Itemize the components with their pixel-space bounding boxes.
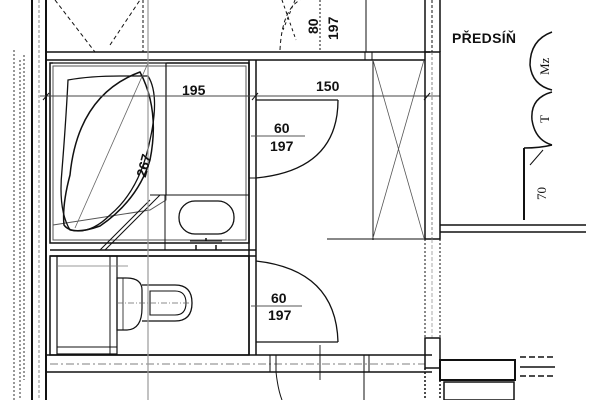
left-wall-hatching [13, 50, 25, 400]
top-door-height-label: 197 [325, 16, 341, 40]
wc-door-height: 197 [268, 307, 292, 323]
dimension-70-label: 70 [534, 187, 549, 200]
wc-door-width: 60 [271, 290, 287, 306]
bathroom-width-dimension: 195 [182, 82, 206, 98]
bathroom-door-height: 197 [270, 138, 294, 154]
bathroom-door-width: 60 [274, 120, 290, 136]
hallway-width-dimension: 150 [316, 78, 340, 94]
top-door-width-label: 80 [305, 18, 321, 34]
appliance-label-mz: Mz [537, 57, 552, 75]
appliance-label-t: T [537, 115, 552, 123]
room-label-hallway: PŘEDSÍŇ [452, 30, 517, 46]
